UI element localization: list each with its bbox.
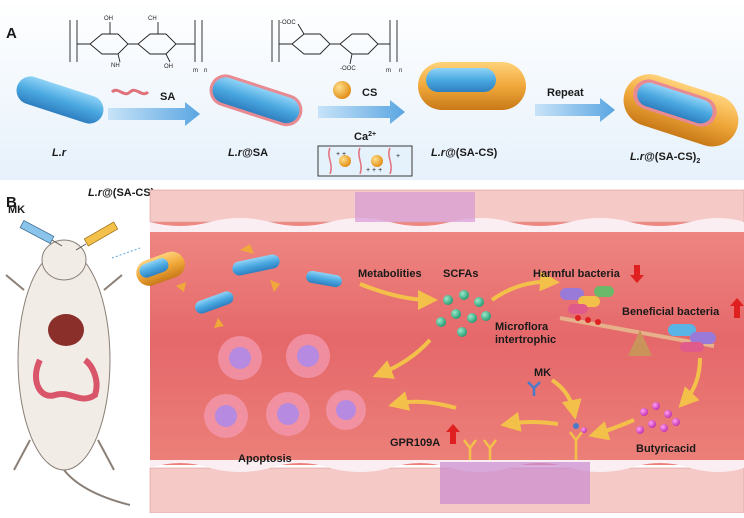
chem-oh-1: OH bbox=[104, 16, 113, 22]
chem-m1: m bbox=[193, 68, 198, 74]
released-bacteria bbox=[176, 244, 342, 328]
arrow-cs bbox=[318, 100, 405, 124]
arrow-repeat bbox=[535, 98, 615, 122]
mk-injection-label: MK bbox=[8, 204, 25, 216]
mouse-liver bbox=[48, 314, 84, 346]
chem-nh2: NH bbox=[111, 63, 120, 69]
arrow-to-butyric bbox=[678, 357, 702, 408]
chem-m2: m bbox=[386, 68, 391, 74]
mk-label: MK bbox=[534, 367, 551, 379]
lr-sacs-label: L.r@(SA-CS) bbox=[431, 147, 498, 159]
arrow-to-apoptosis bbox=[388, 391, 457, 411]
balance-seesaw bbox=[559, 315, 715, 356]
gpr-label: GPR109A bbox=[390, 437, 440, 449]
svg-text:+ + +: + + + bbox=[366, 167, 382, 174]
lr-sacs-particle bbox=[418, 62, 526, 110]
microflora-line1: Microflora bbox=[495, 321, 549, 333]
scfa-molecules bbox=[436, 290, 491, 337]
harmful-down-arrow bbox=[630, 265, 644, 283]
arrow-mk bbox=[550, 378, 582, 420]
lr-sa-particle bbox=[209, 74, 303, 127]
harmful-bacteria-group bbox=[560, 286, 614, 314]
sa-strand bbox=[110, 88, 150, 96]
lr-sacs2-label: L.r@(SA-CS)2 bbox=[630, 151, 700, 165]
beneficial-label: Beneficial bacteria bbox=[622, 306, 720, 318]
scfas-label: SCFAs bbox=[443, 268, 478, 280]
lr-bacterium bbox=[16, 76, 104, 124]
crosslink-box: + + + + + + bbox=[317, 145, 413, 177]
mouse-intestine bbox=[33, 357, 100, 402]
panel-a-label: A bbox=[6, 25, 17, 42]
arrow-sa bbox=[108, 102, 200, 126]
arrow-butyric-to-receptor bbox=[588, 418, 635, 441]
lr-syringe bbox=[75, 221, 119, 251]
chem-n2: n bbox=[399, 68, 402, 74]
chem-coo-1: -OOC bbox=[280, 20, 296, 26]
mk-syringe bbox=[19, 220, 63, 247]
butyric-acid-molecules bbox=[636, 402, 680, 434]
cs-label: CS bbox=[362, 87, 377, 99]
harmful-label: Harmful bacteria bbox=[533, 268, 621, 280]
bound-mk bbox=[573, 423, 579, 429]
arrow-metabolites bbox=[359, 282, 438, 310]
lr-injection-label: L.r@(SA-CS)2 bbox=[88, 187, 158, 201]
zoom-guide bbox=[111, 247, 141, 259]
lr-sacs2-particle bbox=[623, 74, 739, 147]
gpr-up-arrow bbox=[446, 424, 460, 444]
bottom-epithelium bbox=[149, 460, 744, 514]
bound-butyrate bbox=[581, 427, 587, 433]
ca-label: Ca2+ bbox=[354, 131, 376, 143]
microflora-line2: intertrophic bbox=[495, 334, 556, 346]
sa-label: SA bbox=[160, 91, 175, 103]
panel-b-label: B bbox=[6, 194, 17, 211]
alginate-structure bbox=[271, 20, 398, 65]
beneficial-up-arrow bbox=[730, 298, 744, 318]
panel-b: B MK L.r@(SA-CS)2 bbox=[5, 187, 744, 514]
lr-sa-label: L.r@SA bbox=[228, 147, 268, 159]
svg-text:+: + bbox=[396, 153, 400, 160]
apoptosis-label: Apoptosis bbox=[238, 453, 292, 465]
mk-molecule bbox=[527, 381, 541, 396]
arrow-scfa-to-cells bbox=[372, 338, 432, 379]
gpr109a-receptors bbox=[463, 431, 583, 460]
chitosan-structure bbox=[69, 20, 203, 63]
mouse-tail bbox=[63, 469, 131, 506]
top-epithelium bbox=[149, 189, 744, 232]
chem-oh-2: OH bbox=[164, 64, 173, 70]
lumen-particle bbox=[136, 251, 185, 286]
repeat-label: Repeat bbox=[547, 87, 584, 99]
mouse bbox=[5, 239, 131, 506]
metabolites-label: Metabolities bbox=[358, 268, 422, 280]
cs-particle bbox=[333, 81, 351, 99]
chem-n1: n bbox=[204, 68, 207, 74]
chem-ch3: CH bbox=[148, 16, 157, 22]
butyric-label: Butyricacid bbox=[636, 443, 696, 455]
chem-coo-2: -OOC bbox=[340, 66, 356, 72]
svg-text:+ +: + + bbox=[336, 151, 346, 158]
beneficial-bacteria-group bbox=[668, 324, 716, 352]
lr-label: L.r bbox=[52, 147, 67, 159]
arrow-receptor-left bbox=[500, 412, 559, 432]
arrow-to-microflora bbox=[490, 271, 560, 302]
panel-a: A OH NH CH OH m n -OOC -OOC m n bbox=[0, 0, 744, 180]
apoptotic-cells bbox=[204, 334, 366, 438]
